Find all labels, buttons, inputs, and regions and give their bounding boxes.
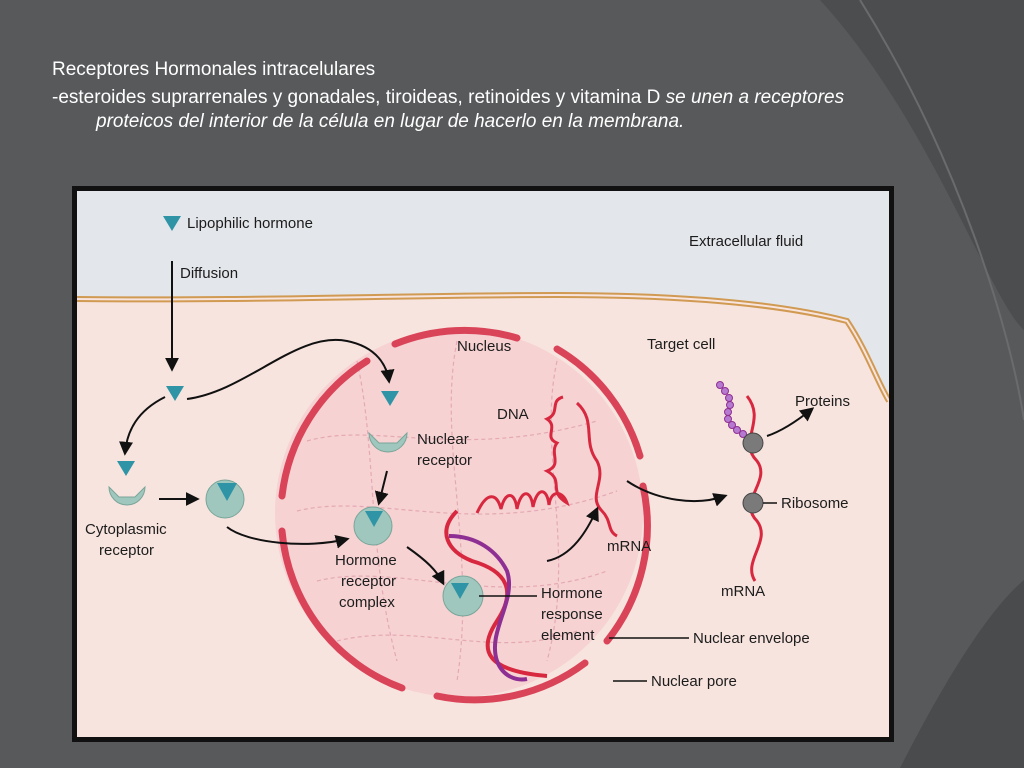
dna-coil (475, 395, 570, 514)
label-nuclear-pore: Nuclear pore (651, 673, 737, 690)
extracellular-region (77, 191, 889, 401)
bullet-italic-text: se unen a receptores proteicos del inter… (96, 87, 845, 132)
protein-chain (716, 381, 747, 438)
hormone-receptor-diagram: Lipophilic hormone Diffusion Extracellul… (77, 191, 889, 737)
label-mrna-nucleus: mRNA (607, 538, 651, 555)
mrna-cytoplasm (745, 395, 763, 582)
label-nuclear-envelope: Nuclear envelope (693, 630, 810, 647)
slide-bullet: -esteroides suprarrenales y gonadales, t… (52, 86, 912, 134)
bullet-plain-text: -esteroides suprarrenales y gonadales, t… (52, 87, 666, 108)
slide-text: Receptores Hormonales intracelulares -es… (52, 58, 912, 134)
label-cytoplasmic-receptor-1: Cytoplasmic (85, 521, 167, 538)
dna-strand-purple (448, 534, 528, 682)
label-hre-2: response (541, 606, 603, 623)
label-nucleus: Nucleus (457, 338, 511, 355)
mrna-nucleus (575, 401, 618, 538)
label-lipophilic-hormone: Lipophilic hormone (187, 215, 313, 232)
label-cytoplasmic-receptor-2: receptor (99, 542, 154, 559)
label-dna: DNA (497, 406, 529, 423)
ribosome (742, 432, 764, 514)
label-nuclear-receptor-1: Nuclear (417, 431, 469, 448)
bound-hormone-icon (217, 483, 469, 599)
flow-arrows (119, 261, 815, 586)
label-hormone-receptor-complex-3: complex (339, 594, 395, 611)
nuclear-envelope (278, 326, 651, 704)
leader-lines (479, 502, 777, 682)
label-hre-1: Hormone (541, 585, 603, 602)
label-proteins: Proteins (795, 393, 850, 410)
label-mrna-cytoplasm: mRNA (721, 583, 765, 600)
label-hormone-receptor-complex-2: receptor (341, 573, 396, 590)
label-extracellular-fluid: Extracellular fluid (689, 233, 803, 250)
label-ribosome: Ribosome (781, 495, 849, 512)
slide-title: Receptores Hormonales intracelulares (52, 59, 376, 80)
hormone-icon (117, 216, 399, 476)
label-hre-3: element (541, 627, 595, 644)
label-nuclear-receptor-2: receptor (417, 452, 472, 469)
label-target-cell: Target cell (647, 336, 715, 353)
label-hormone-receptor-complex-1: Hormone (335, 552, 397, 569)
figure-frame: Lipophilic hormone Diffusion Extracellul… (72, 186, 894, 742)
label-diffusion: Diffusion (180, 265, 238, 282)
